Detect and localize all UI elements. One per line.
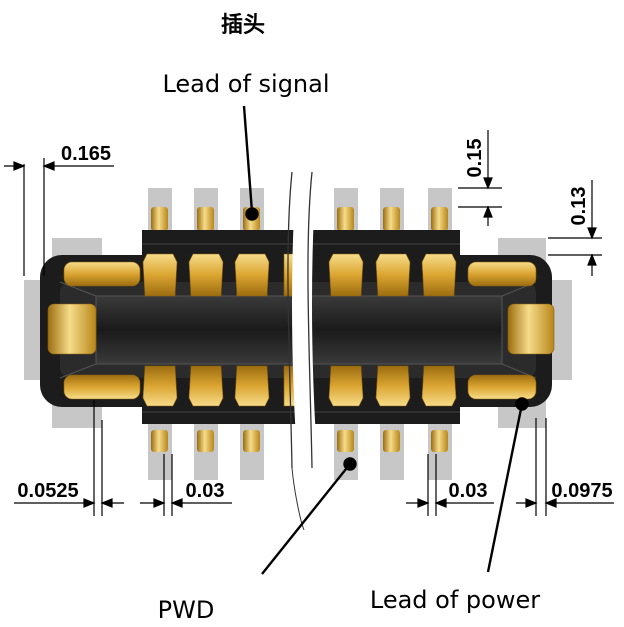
power-leader-dot <box>515 397 529 411</box>
dim-label-003-left: 0.03 <box>186 480 225 502</box>
dim-label-003-right: 0.03 <box>449 480 488 502</box>
pwd-leader <box>261 463 351 575</box>
dimension-lines <box>4 130 614 516</box>
power-leads <box>47 261 555 400</box>
signal-leader <box>242 105 254 213</box>
callout-power-label: Lead of power <box>370 586 540 614</box>
diagram-title: 插头 <box>221 13 265 38</box>
power-leader <box>486 403 524 573</box>
dim-label-015: 0.15 <box>464 139 486 178</box>
callout-pwd-label: PWD <box>158 596 215 624</box>
pwd-leader-dot <box>343 457 357 471</box>
callout-leaders <box>242 105 529 575</box>
dim-label-00525: 0.0525 <box>17 480 78 502</box>
dim-label-0165: 0.165 <box>61 143 111 165</box>
dim-label-013: 0.13 <box>568 187 590 226</box>
callout-signal-label: Lead of signal <box>162 70 329 98</box>
signal-lead-tips <box>151 207 448 452</box>
signal-leads-top <box>142 253 457 297</box>
signal-leader-dot <box>245 207 259 221</box>
break-gap <box>287 171 316 531</box>
dim-label-00975: 0.0975 <box>551 480 612 502</box>
